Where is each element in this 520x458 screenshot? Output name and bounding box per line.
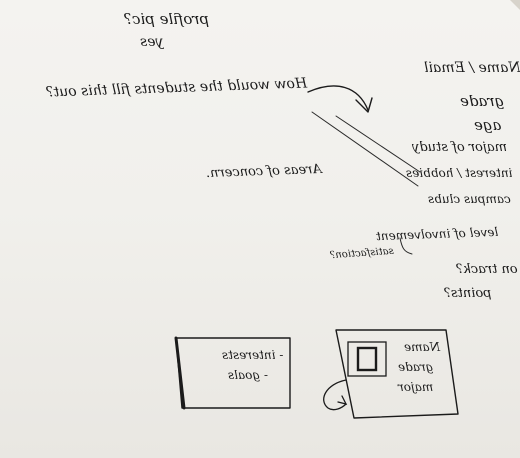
field-clubs: campus clubs xyxy=(428,192,511,206)
field-on-track: on track? xyxy=(456,262,518,277)
top-note-line-1: profile pic? xyxy=(124,10,210,28)
right-card-name: Name xyxy=(404,340,441,354)
top-note-line-2: yes xyxy=(140,34,164,50)
field-points: points? xyxy=(444,286,492,301)
field-name: Name / Email xyxy=(424,60,520,76)
right-card-major: major xyxy=(398,380,434,394)
paper-corner xyxy=(510,0,520,10)
left-card-goals: - goals xyxy=(228,368,268,382)
left-card-interests: - interests xyxy=(222,348,284,362)
right-card-grade: grade xyxy=(398,360,434,374)
field-age: age xyxy=(474,116,502,134)
field-interest: interest / hobbies xyxy=(406,166,513,180)
field-major: major of study xyxy=(412,140,507,155)
field-grade: grade xyxy=(460,92,505,110)
